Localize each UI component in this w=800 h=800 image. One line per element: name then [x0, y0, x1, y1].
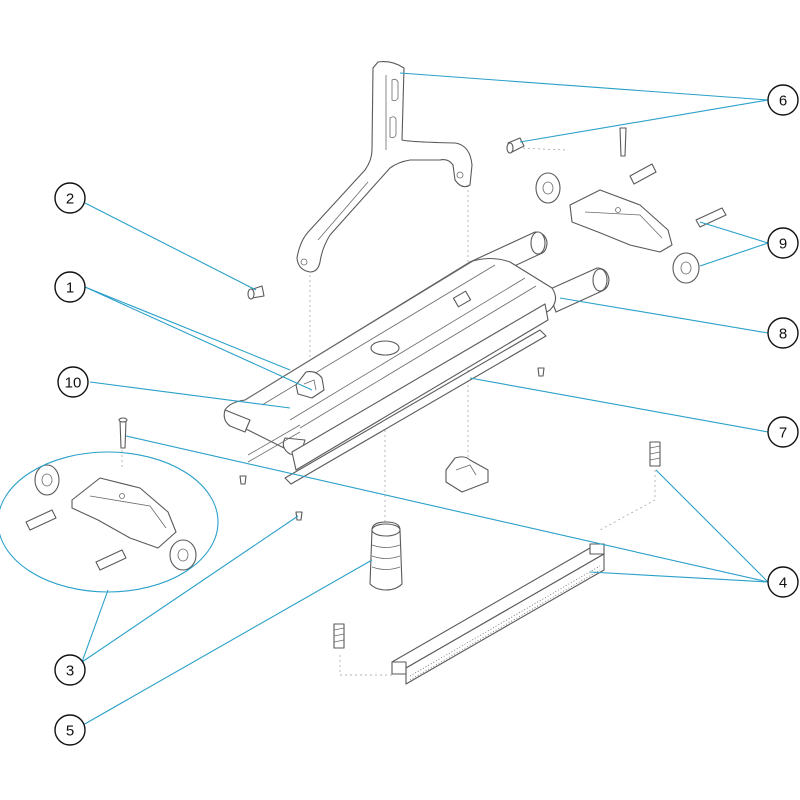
callout-number-10: 10 [65, 375, 82, 392]
body-screws [239, 367, 545, 521]
main-body-part [223, 257, 557, 471]
callout-number-9: 9 [779, 236, 787, 253]
callout-bubble-9: 9 [767, 227, 799, 259]
callout-number-1: 1 [66, 280, 74, 297]
leader-lines [81, 72, 769, 726]
callout-number-8: 8 [779, 326, 787, 343]
handle-pin-part [506, 137, 525, 154]
callout-bubble-10: 10 [57, 366, 89, 398]
callout-number-4: 4 [779, 575, 787, 592]
wheel-assembly-right [535, 127, 727, 284]
clip-part-1 [295, 371, 325, 399]
callout-bubble-6: 6 [767, 84, 799, 116]
callout-bubble-3: 3 [54, 654, 86, 686]
callout-bubble-1: 1 [54, 271, 86, 303]
callout-number-2: 2 [66, 191, 74, 208]
long-screw-part [118, 417, 128, 449]
wheel-group-outline [0, 451, 219, 593]
callout-number-5: 5 [66, 723, 74, 740]
wheel-assembly-left [25, 464, 197, 571]
hinge-mount-part [445, 456, 489, 493]
callout-number-6: 6 [779, 93, 787, 110]
callout-number-7: 7 [779, 425, 787, 442]
callout-number-3: 3 [66, 663, 74, 680]
callout-bubble-8: 8 [767, 317, 799, 349]
callout-bubble-4: 4 [767, 566, 799, 598]
handle-bracket-part [296, 61, 473, 273]
screw-part-2 [247, 285, 265, 300]
cylinder-part-5 [369, 521, 403, 591]
callout-bubble-5: 5 [54, 714, 86, 746]
callout-bubble-7: 7 [767, 416, 799, 448]
brush-bar-part [391, 543, 605, 685]
callout-bubble-2: 2 [54, 182, 86, 214]
side-rail-part [284, 329, 547, 485]
spring-parts [333, 441, 661, 649]
